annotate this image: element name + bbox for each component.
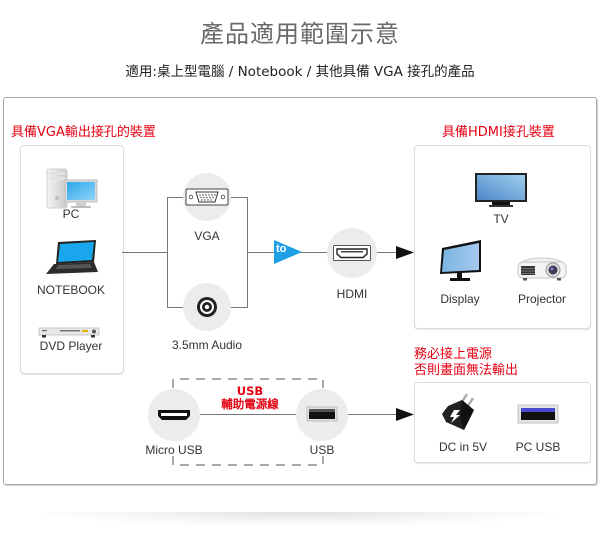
device-label-pc: PC xyxy=(62,207,80,221)
audio-label: 3.5mm Audio xyxy=(171,338,243,352)
power-note: 務必接上電源 否則畫面無法輸出 xyxy=(414,347,518,379)
device-label-tv: TV xyxy=(493,212,509,226)
arrow-right-icon xyxy=(396,408,414,421)
usb-cable-bracket xyxy=(172,378,324,466)
device-label-projector: Projector xyxy=(517,292,567,306)
tv-icon xyxy=(474,172,528,208)
usb-cable-label: USB 輔助電源線 xyxy=(200,385,300,411)
power-source-label-pc-usb: PC USB xyxy=(515,440,561,454)
page-title: 產品適用範圍示意 xyxy=(200,20,400,48)
micro-usb-label: Micro USB xyxy=(145,443,203,457)
connector-line xyxy=(122,252,168,253)
converter-badge: to xyxy=(276,243,287,255)
usb-label: USB xyxy=(309,443,335,457)
vga-port-icon xyxy=(185,188,229,206)
projector-icon xyxy=(515,256,569,282)
connector-line xyxy=(300,252,328,253)
decorative-shadow xyxy=(40,512,560,526)
audio-jack-icon xyxy=(195,295,219,319)
usb-cable-line xyxy=(200,414,296,415)
usb-port-icon xyxy=(306,406,338,422)
laptop-icon xyxy=(44,240,100,276)
target-section-heading: 具備HDMI接孔裝置 xyxy=(442,125,555,140)
pc-usb-port-icon xyxy=(517,404,559,424)
diagram-frame xyxy=(3,97,597,485)
power-source-panel xyxy=(414,382,591,463)
usb-cable-label-line-2: 輔助電源線 xyxy=(221,397,279,411)
usb-cable-label-line-1: USB xyxy=(236,384,264,398)
power-source-label-dc: DC in 5V xyxy=(438,440,488,454)
converter-arrow-icon xyxy=(274,240,302,264)
device-label-notebook: NOTEBOOK xyxy=(36,283,105,297)
vga-label: VGA xyxy=(194,229,220,243)
connector-line xyxy=(247,252,275,253)
device-label-display: Display xyxy=(440,292,480,306)
dvd-player-icon xyxy=(38,325,100,338)
hdmi-label: HDMI xyxy=(336,287,368,301)
connector-line xyxy=(230,197,248,198)
arrow-right-icon xyxy=(396,246,414,259)
connector-line xyxy=(167,197,168,308)
desktop-pc-icon xyxy=(45,168,99,210)
device-label-dvd-player: DVD Player xyxy=(39,339,103,353)
hdmi-port-icon xyxy=(333,245,371,261)
page-subtitle: 適用:桌上型電腦 / Notebook / 其他具備 VGA 接孔的產品 xyxy=(125,64,475,80)
connector-line xyxy=(376,252,398,253)
power-adapter-icon xyxy=(440,392,480,432)
connector-line xyxy=(167,197,185,198)
micro-usb-port-icon xyxy=(157,408,191,420)
connector-line xyxy=(348,414,398,415)
connector-line xyxy=(167,307,185,308)
power-note-line-1: 務必接上電源 xyxy=(414,347,493,362)
power-note-line-2: 否則畫面無法輸出 xyxy=(414,363,519,378)
monitor-icon xyxy=(438,240,482,282)
connector-line xyxy=(230,307,248,308)
source-section-heading: 具備VGA輸出接孔的裝置 xyxy=(11,125,156,140)
